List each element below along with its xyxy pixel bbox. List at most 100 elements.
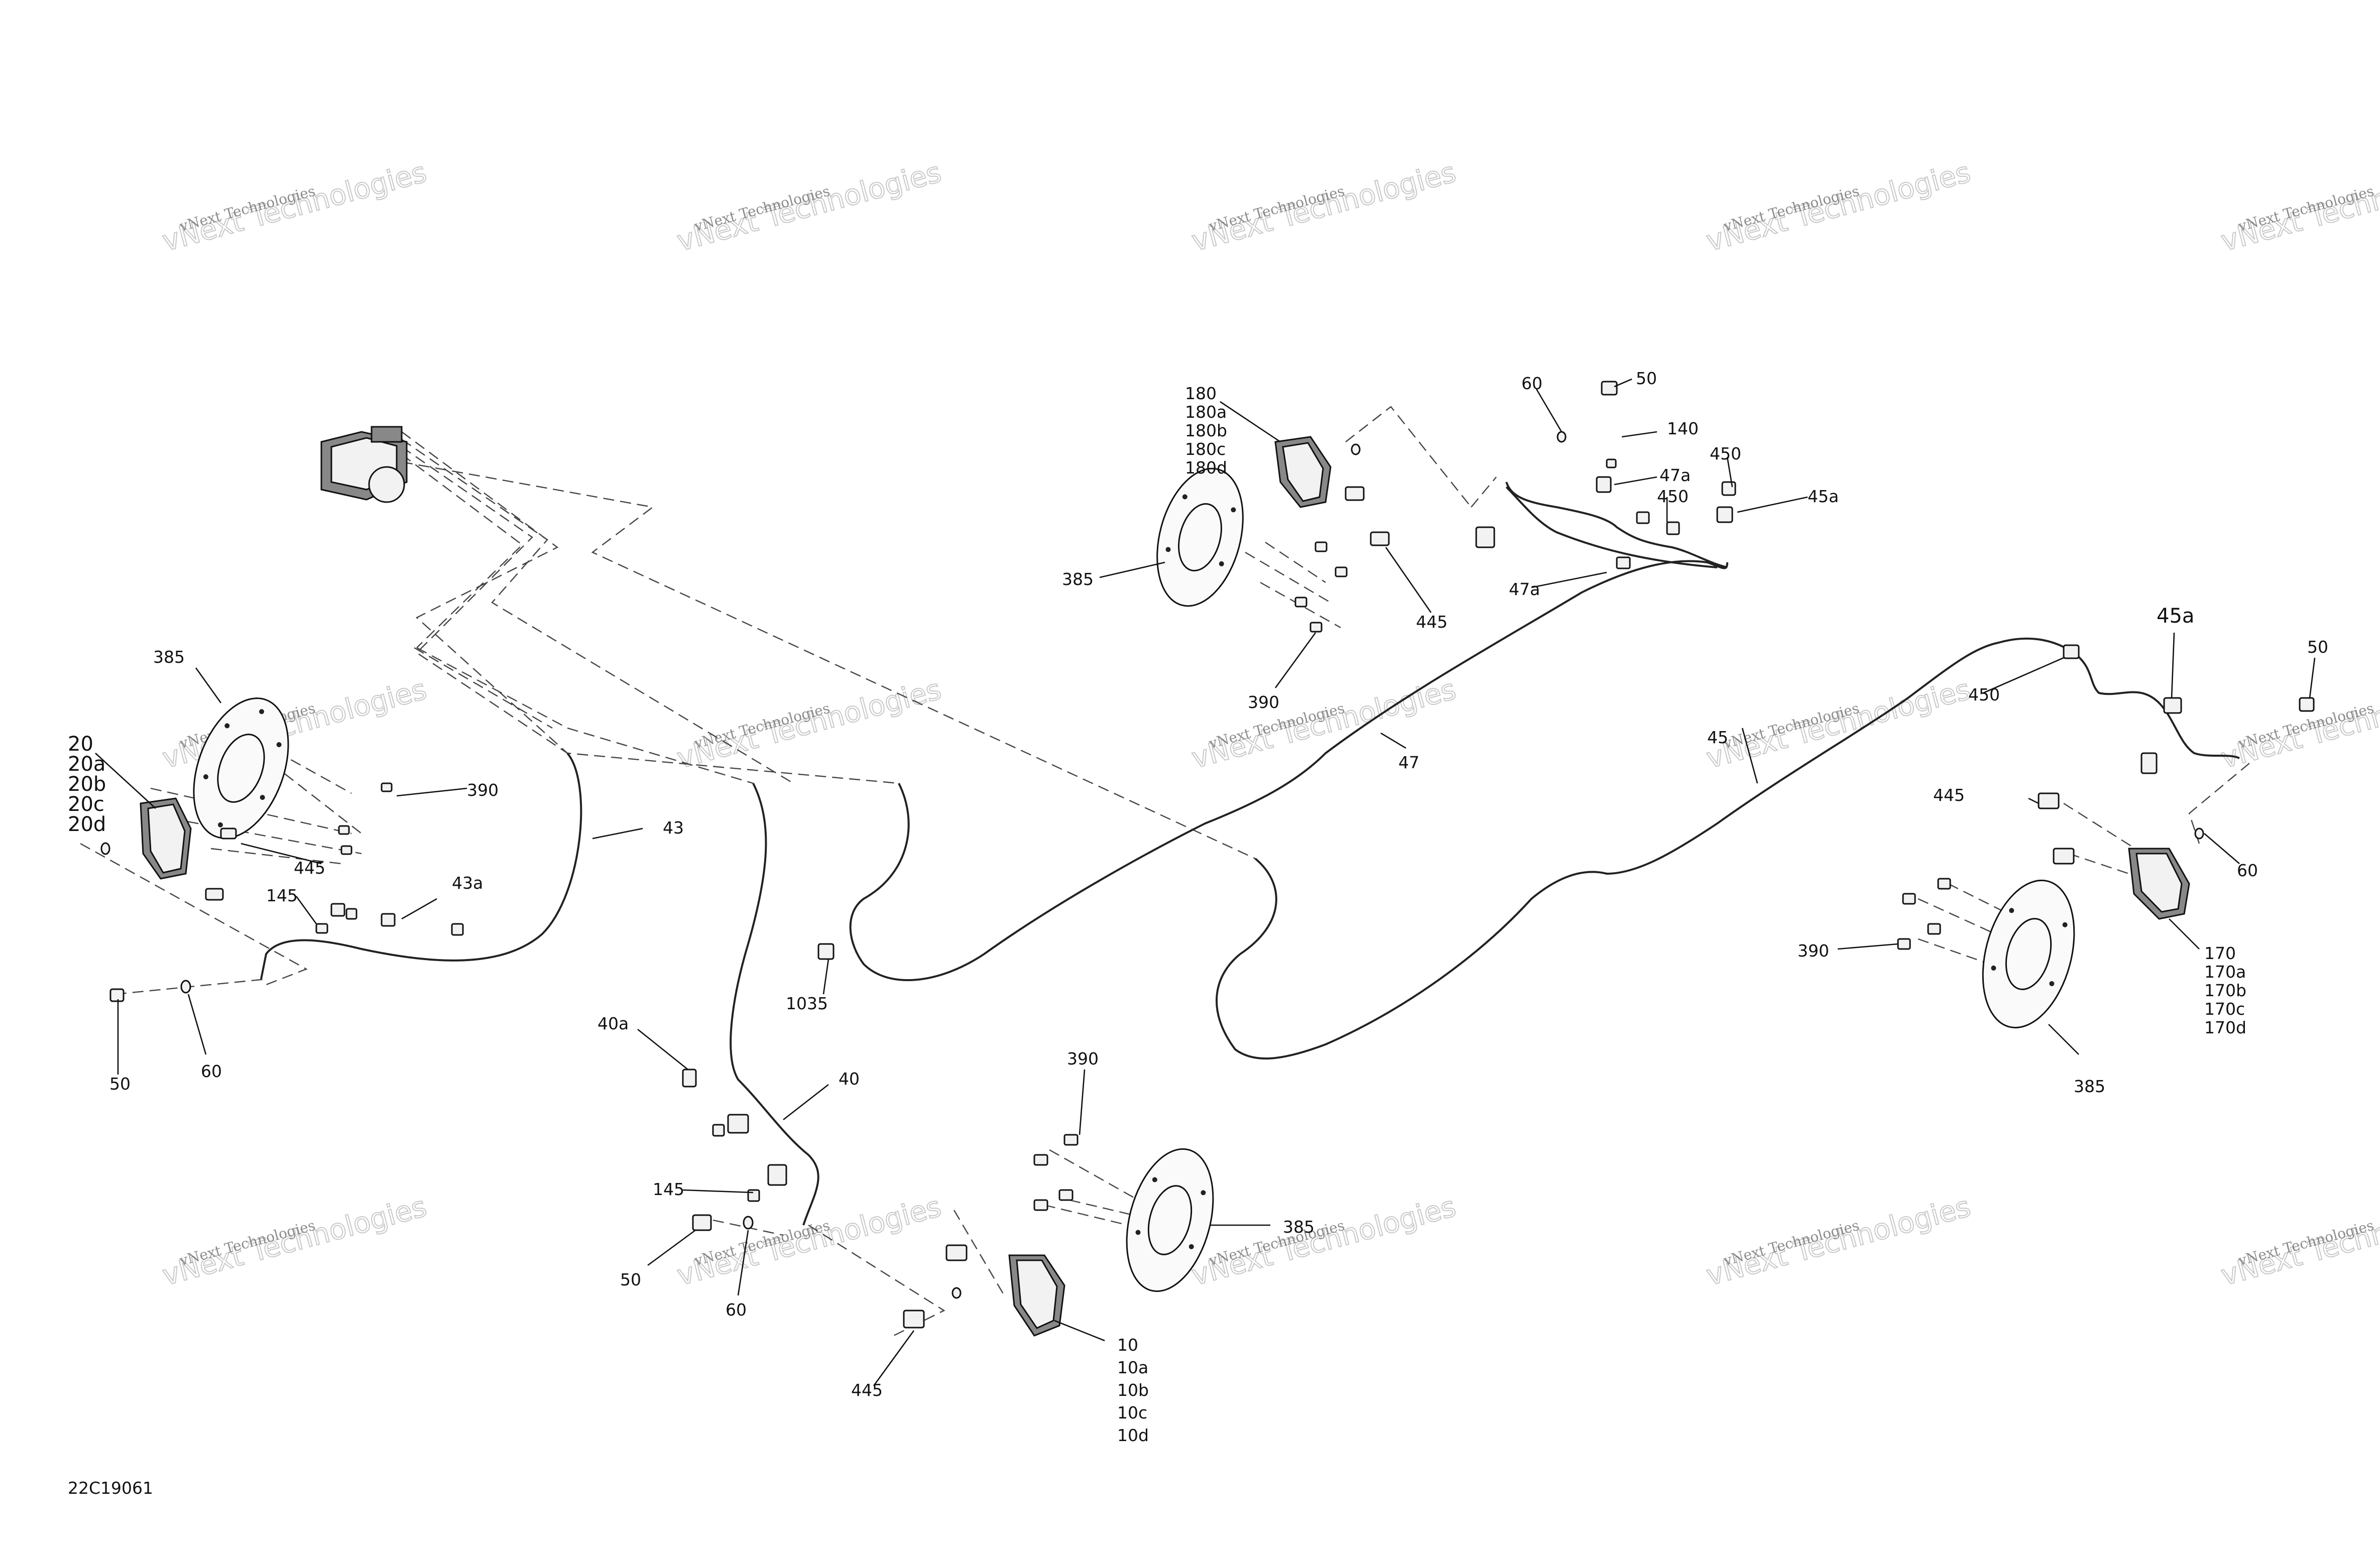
callout-43: 43 — [663, 818, 684, 838]
callout-47: 47 — [1398, 753, 1419, 772]
brake-caliper-rear-left — [1008, 1254, 1065, 1337]
callout-10d: 10d — [1117, 1426, 1149, 1445]
watermark: vNext Technologies vNext Technologies — [673, 156, 945, 259]
callout-145: 145 — [266, 886, 298, 905]
watermark: vNext Technologies vNext Technologies — [1703, 1190, 1975, 1293]
watermark: vNext Technologies vNext Technologies — [2217, 1190, 2380, 1293]
callout-10b: 10b — [1117, 1380, 1149, 1400]
callout-60: 60 — [726, 1300, 747, 1320]
watermark: vNext Technologies vNext Technologies — [1703, 156, 1975, 259]
watermark: vNext Technologies vNext Technologies — [159, 1190, 431, 1293]
svg-text:vNext Technologies: vNext Technologies — [159, 1191, 430, 1292]
callout-40a: 40a — [598, 1014, 629, 1033]
callout-140: 140 — [1667, 419, 1699, 438]
callout-180a: 180a — [1185, 402, 1227, 422]
callout-20a: 20a — [68, 753, 105, 776]
svg-text:vNext Technologies: vNext Technologies — [1188, 1191, 1460, 1292]
watermark: vNext Technologies vNext Technologies — [673, 1190, 945, 1293]
brake-line-47-front-b — [1505, 486, 1718, 568]
callout-445: 445 — [1416, 612, 1448, 632]
callout-50: 50 — [620, 1270, 641, 1289]
svg-text:vNext Technologies: vNext Technologies — [674, 673, 945, 775]
brake-caliper-rear-right — [2128, 848, 2190, 920]
callout-10a: 10a — [1117, 1358, 1148, 1377]
callout-445: 445 — [851, 1380, 883, 1400]
callout-145: 145 — [653, 1179, 684, 1199]
brake-disc-rear-right — [1982, 879, 2075, 1029]
callout-170b: 170b — [2204, 981, 2246, 1000]
svg-text:vNext Technologies: vNext Technologies — [1703, 673, 1974, 775]
brake-disc-front-right — [1156, 467, 1244, 607]
callout-170: 170 — [2204, 943, 2236, 963]
callout-385: 385 — [1062, 569, 1094, 589]
callout-43a: 43a — [452, 873, 483, 893]
svg-text:vNext Technologies: vNext Technologies — [1703, 1191, 1974, 1292]
callout-180b: 180b — [1185, 421, 1227, 440]
watermark: vNext Technologies vNext Technologies — [1188, 1190, 1460, 1293]
callout-60: 60 — [1521, 374, 1542, 393]
callout-45a: 45a — [2157, 605, 2194, 628]
callout-50: 50 — [2307, 637, 2328, 657]
brake-line-1035 — [849, 560, 1728, 981]
callout-10c: 10c — [1117, 1403, 1147, 1422]
figure-code: 22C19061 — [68, 1478, 153, 1498]
leader-lines — [95, 378, 2316, 1386]
svg-text:vNext Technologies: vNext Technologies — [674, 156, 945, 258]
callout-180: 180 — [1185, 384, 1217, 403]
callout-445: 445 — [1933, 785, 1965, 805]
brake-line-47 — [1216, 637, 2075, 1060]
callout-47a: 47a — [1659, 465, 1691, 485]
callout-385: 385 — [2074, 1077, 2105, 1096]
watermark: vNext Technologies vNext Technologies — [1703, 673, 1975, 776]
callout-1035: 1035 — [786, 994, 828, 1013]
watermark: vNext Technologies vNext Technologies — [2217, 673, 2380, 776]
brake-disc-front-left — [193, 697, 289, 839]
callout-20b: 20b — [68, 773, 106, 796]
callout-47a: 47a — [1509, 579, 1540, 599]
callout-60: 60 — [2237, 861, 2258, 880]
small-hardware — [100, 381, 2315, 1329]
callout-40: 40 — [839, 1069, 860, 1089]
callout-50: 50 — [109, 1074, 131, 1094]
callout-390: 390 — [1798, 941, 1829, 961]
callout-labels: 385 20 20a 20b 20c 20d 390 445 145 43a 4… — [68, 369, 2328, 1445]
svg-text:vNext Technologies: vNext Technologies — [1703, 156, 1974, 258]
svg-text:vNext Technologies: vNext Technologies — [1188, 156, 1460, 258]
callout-390: 390 — [467, 780, 499, 800]
callout-50: 50 — [1636, 369, 1657, 388]
parts — [100, 381, 2315, 1337]
callout-20: 20 — [68, 733, 93, 756]
watermark: vNext Technologies vNext Technologies — [1188, 156, 1460, 259]
callout-10: 10 — [1117, 1335, 1138, 1355]
callout-170c: 170c — [2204, 999, 2245, 1019]
brake-line-47-front — [1505, 482, 1728, 568]
brake-lines — [260, 482, 2240, 1226]
callout-180d: 180d — [1185, 458, 1227, 478]
callout-20d: 20d — [68, 813, 106, 836]
brake-line-45 — [2073, 652, 2240, 759]
abs-module — [320, 426, 408, 503]
brake-disc-rear-left — [1126, 1148, 1214, 1292]
callout-20c: 20c — [68, 793, 104, 816]
callout-170d: 170d — [2204, 1018, 2246, 1037]
callout-445: 445 — [294, 858, 325, 878]
callout-180c: 180c — [1185, 439, 1226, 459]
svg-text:vNext Technologies: vNext Technologies — [159, 156, 430, 258]
callout-390: 390 — [1248, 692, 1279, 712]
callout-390: 390 — [1067, 1049, 1099, 1069]
callout-170a: 170a — [2204, 962, 2246, 982]
watermarks: vNext Technologies vNext Technologies vN… — [159, 156, 2380, 1293]
callout-450: 450 — [1968, 685, 2000, 704]
watermark: vNext Technologies vNext Technologies — [159, 156, 431, 259]
brake-caliper-front-left — [140, 797, 192, 880]
callout-60: 60 — [201, 1061, 222, 1081]
callout-45: 45 — [1707, 728, 1728, 747]
callout-450: 450 — [1710, 444, 1741, 463]
callout-450: 450 — [1657, 487, 1689, 506]
watermark: vNext Technologies vNext Technologies — [2217, 156, 2380, 259]
callout-45a: 45a — [1808, 487, 1839, 506]
callout-385: 385 — [1283, 1217, 1315, 1237]
brake-line-43 — [260, 752, 582, 980]
brake-line-40 — [730, 783, 819, 1226]
